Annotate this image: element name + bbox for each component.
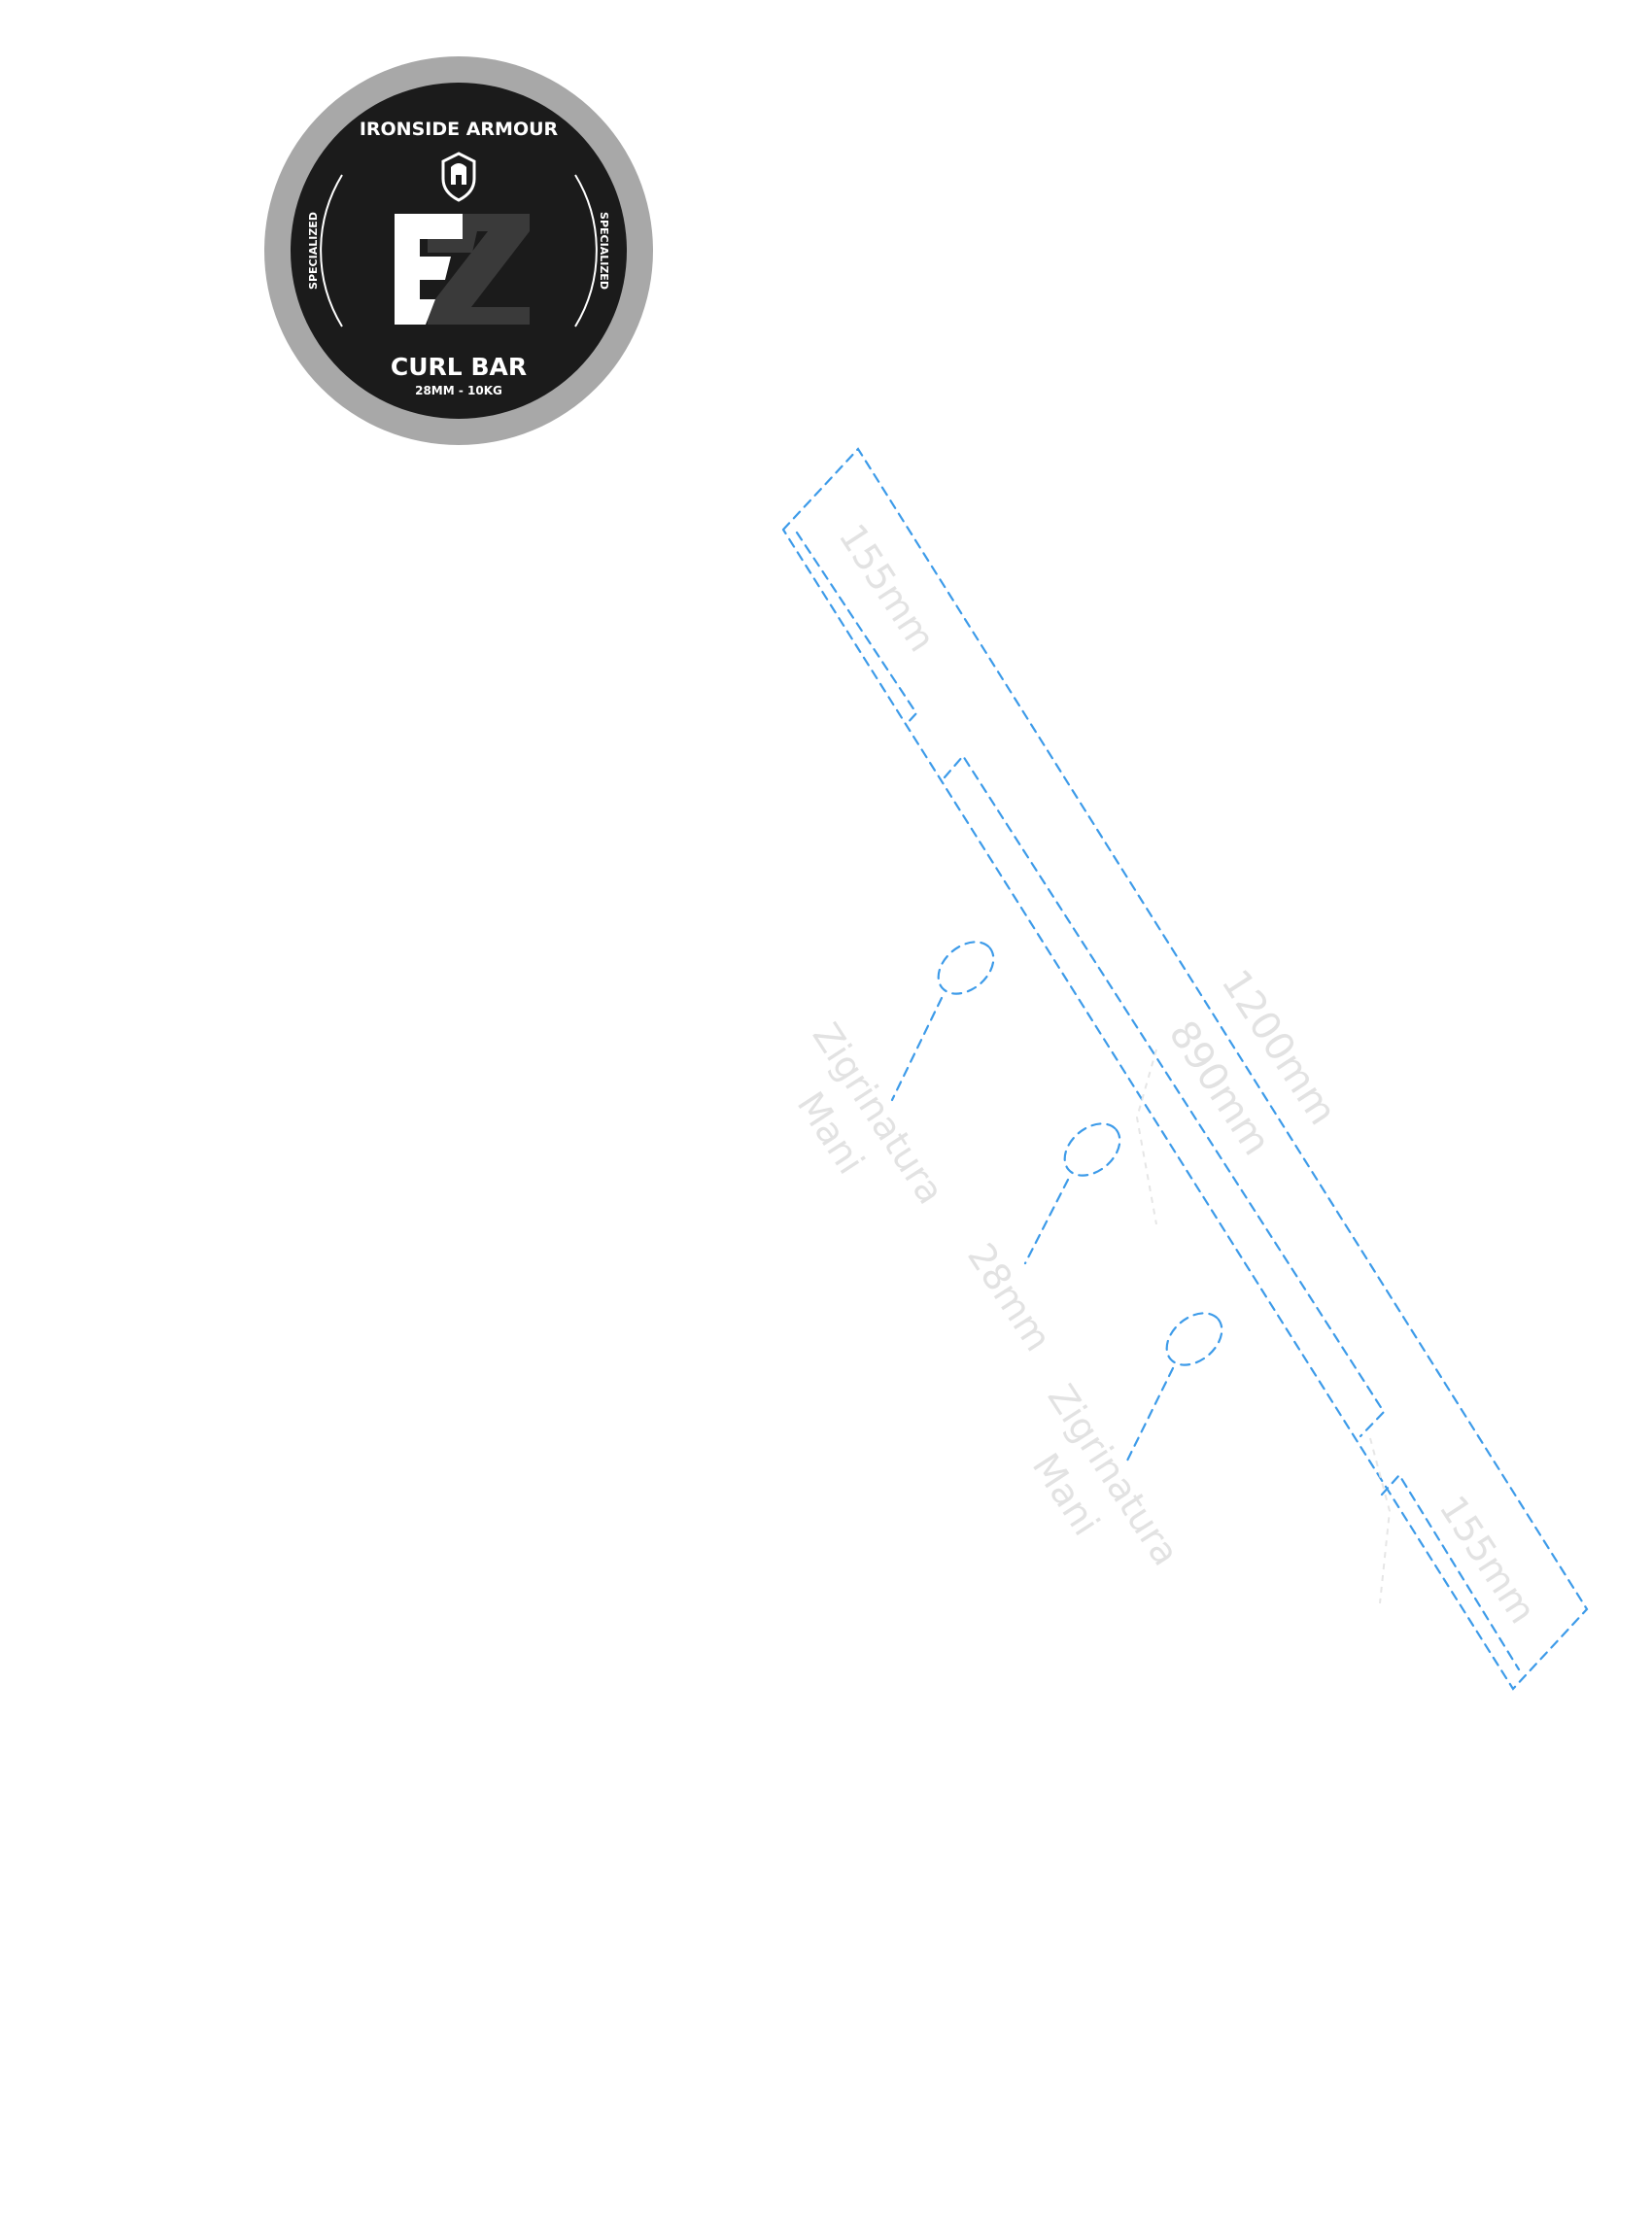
right-end-bracket	[1380, 1473, 1521, 1671]
helmet-shield-icon	[441, 152, 476, 202]
badge-side-left: SPECIALIZED	[307, 212, 320, 290]
badge-right-arc	[574, 174, 598, 327]
guide-line-right	[1369, 1437, 1392, 1604]
badge-product-name: CURL BAR	[391, 353, 527, 381]
badge-brand: IRONSIDE ARMOUR	[360, 119, 559, 140]
label-knurl-right: Zigrinatura Mani	[1024, 1377, 1187, 1573]
total-length-outline	[781, 447, 1589, 1691]
inner-length-bracket	[943, 754, 1386, 1438]
label-end-right: 155mm	[1431, 1488, 1545, 1631]
guide-line-center	[1135, 1049, 1157, 1225]
bar-dimensions: 155mm 1200mm 890mm 28mm 155mm Zigrinatur…	[781, 447, 1589, 1691]
knurl-left-callout	[890, 941, 995, 1102]
label-end-left: 155mm	[831, 516, 945, 659]
monogram-z	[428, 214, 530, 325]
diameter-callout	[1023, 1122, 1121, 1265]
badge-side-right: SPECIALIZED	[598, 212, 610, 290]
curl-bar-badge: IRONSIDE ARMOUR SPECIALIZED SPECIALIZED …	[264, 56, 653, 445]
label-knurl-left: Zigrinatura Mani	[789, 1015, 952, 1212]
left-end-bracket	[795, 531, 918, 727]
badge-spec: 28MM - 10KG	[415, 384, 502, 397]
badge-left-arc	[320, 174, 343, 327]
knurl-right-callout	[1125, 1312, 1223, 1462]
badge-monogram	[395, 214, 530, 325]
label-diameter: 28mm	[959, 1236, 1060, 1359]
monogram-e	[395, 214, 463, 325]
